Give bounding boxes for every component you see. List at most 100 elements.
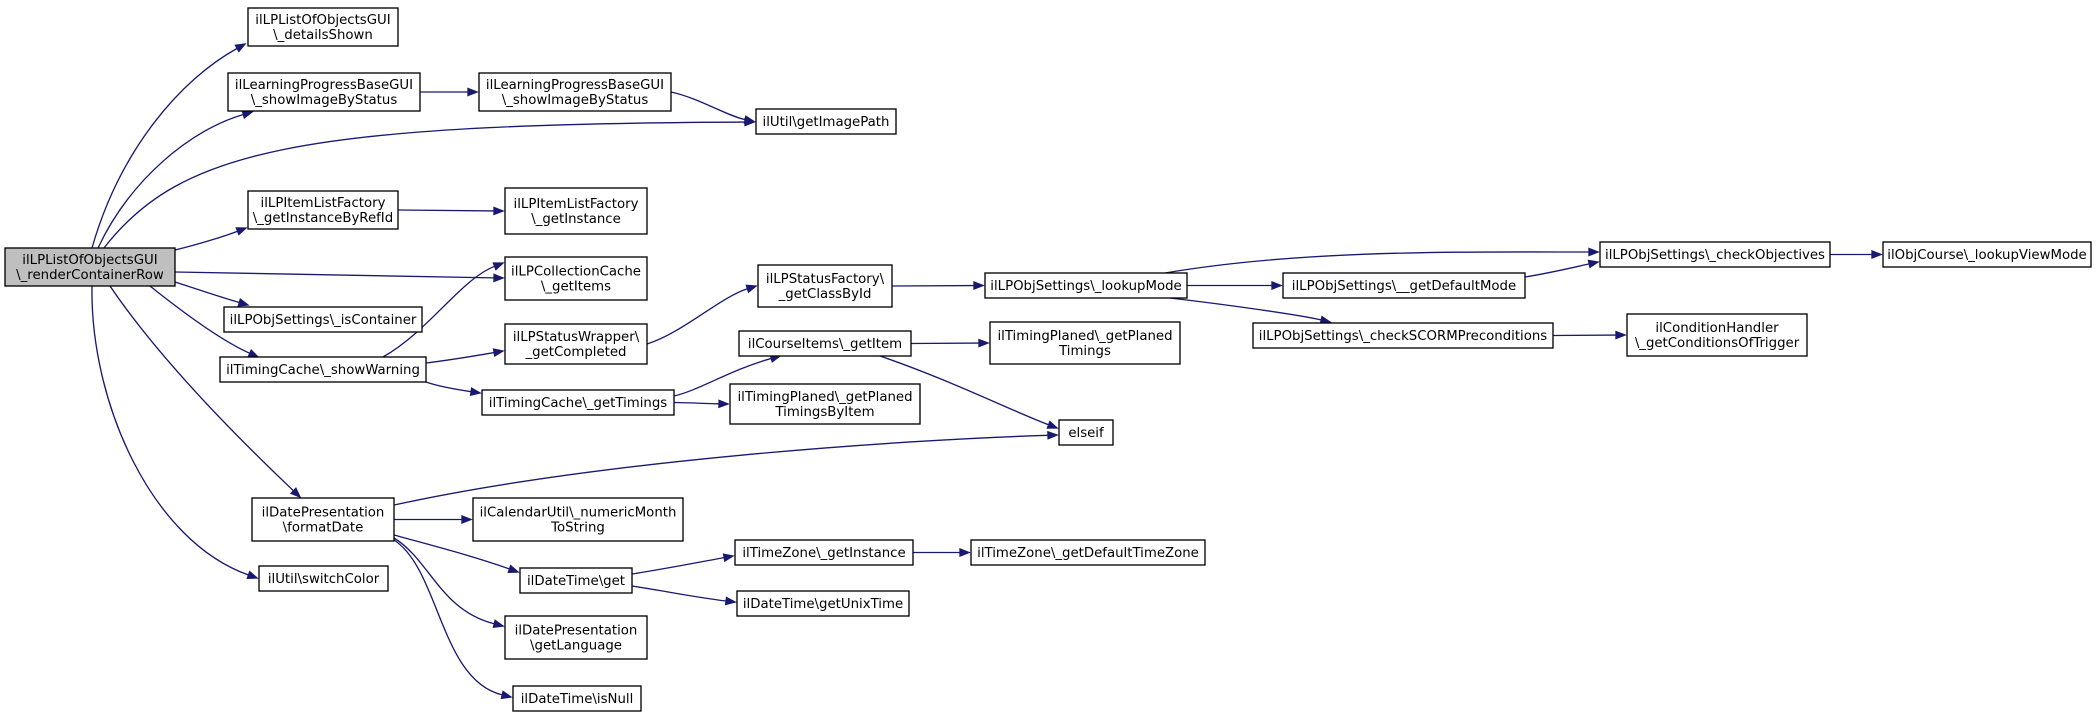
node-box: [755, 108, 897, 135]
node-label-line: ilTimingPlaned\_getPlaned: [997, 329, 1172, 344]
node-renderContainerRow[interactable]: ilLPListOfObjectsGUI\_renderContainerRow: [4, 247, 176, 287]
node-label-line: Timings: [1058, 344, 1111, 359]
nodes-layer: ilLPListOfObjectsGUI\_renderContainerRow…: [4, 7, 2092, 712]
node-box: [1282, 272, 1526, 299]
edge-formatDate-to-dtGet: [393, 534, 520, 573]
node-label-line: ilCalendarUtil\_numericMonth: [480, 506, 677, 521]
node-isNull[interactable]: ilDateTime\isNull: [512, 685, 642, 712]
node-label-line: ilLPStatusWrapper\: [513, 330, 640, 345]
arrowhead-icon: [1271, 281, 1283, 290]
edge-renderContainerRow-to-getInstanceByRefId: [174, 227, 248, 251]
node-getLanguage[interactable]: ilDatePresentation\getLanguage: [504, 615, 648, 660]
node-checkSCORM[interactable]: ilLPObjSettings\_checkSCORMPreconditions: [1252, 322, 1554, 349]
edge-dtGet-to-unixTime: [631, 585, 737, 606]
node-box: [481, 389, 675, 416]
edge-line: [631, 556, 725, 575]
edge-line: [382, 265, 495, 358]
edge-line: [109, 285, 294, 492]
node-tzGetInstance[interactable]: ilTimeZone\_getInstance: [734, 539, 914, 566]
node-box: [227, 72, 421, 112]
edge-line: [673, 401, 720, 405]
node-box: [247, 190, 399, 230]
edge-formatDate-to-getLanguage: [393, 537, 505, 628]
node-courseGetItem[interactable]: ilCourseItems\_getItem: [738, 330, 912, 357]
arrowhead-icon: [237, 298, 250, 307]
node-elseif[interactable]: elseif: [1058, 419, 1114, 446]
node-label-line: ilLPObjSettings\_checkObjectives: [1605, 248, 1825, 263]
edge-line: [91, 47, 238, 249]
node-box: [4, 247, 176, 287]
node-lookupMode[interactable]: ilLPObjSettings\_lookupMode: [984, 272, 1188, 299]
node-lpbShowImage2[interactable]: ilLearningProgressBaseGUI\_showImageBySt…: [478, 72, 672, 112]
node-box: [251, 497, 395, 542]
node-box: [478, 72, 672, 112]
node-getDefaultMode[interactable]: ilLPObjSettings\__getDefaultMode: [1282, 272, 1526, 299]
edge-renderContainerRow-to-collGetItems: [174, 271, 505, 283]
arrowhead-icon: [722, 553, 735, 563]
node-collGetItems[interactable]: ilLPCollectionCache\_getItems: [504, 256, 648, 301]
node-lookupViewMode[interactable]: ilObjCourse\_lookupViewMode: [1882, 241, 2092, 268]
node-dtGet[interactable]: ilDateTime\get: [519, 567, 633, 594]
edges-layer: [91, 43, 1883, 700]
edge-line: [174, 271, 495, 279]
node-formatDate[interactable]: ilDatePresentation\formatDate: [251, 497, 395, 542]
node-label-line: ilLPObjSettings\_lookupMode: [990, 279, 1181, 294]
arrowhead-icon: [247, 348, 260, 358]
edge-line: [149, 285, 251, 354]
node-box: [219, 356, 427, 383]
node-box: [472, 497, 684, 542]
arrowhead-icon: [507, 564, 520, 573]
node-label-line: \_getConditionsOfTrigger: [1635, 336, 1800, 351]
edge-line: [425, 381, 472, 393]
node-getInstanceByRefId[interactable]: ilLPItemListFactory\_getInstanceByRefId: [247, 190, 399, 230]
node-label-line: ilLPObjSettings\_checkSCORMPreconditions: [1259, 329, 1548, 344]
node-label-line: \formatDate: [283, 521, 364, 536]
edge-dtGet-to-tzGetInstance: [631, 553, 735, 575]
node-isContainer[interactable]: ilLPObjSettings\_isContainer: [223, 306, 423, 333]
node-condTrigger[interactable]: ilConditionHandler\_getConditionsOfTrigg…: [1626, 313, 1808, 357]
node-box: [504, 187, 648, 235]
arrowhead-icon: [1046, 420, 1059, 429]
node-itemListGetInstance[interactable]: ilLPItemListFactory\_getInstance: [504, 187, 648, 235]
node-box: [1599, 241, 1831, 268]
arrowhead-icon: [235, 227, 248, 236]
node-showWarning[interactable]: ilTimingCache\_showWarning: [219, 356, 427, 383]
arrowhead-icon: [1588, 247, 1600, 257]
node-label-line: _getCompleted: [524, 345, 626, 360]
node-getClassById[interactable]: ilLPStatusFactory\_getClassById: [757, 264, 893, 308]
node-tzDefault[interactable]: ilTimeZone\_getDefaultTimeZone: [970, 539, 1206, 566]
edge-line: [174, 230, 238, 251]
edge-lpbShowImage2-to-getImagePath: [670, 91, 756, 124]
node-label-line: ilConditionHandler: [1655, 321, 1779, 336]
node-switchColor[interactable]: ilUtil\switchColor: [258, 565, 389, 592]
node-getTimings[interactable]: ilTimingCache\_getTimings: [481, 389, 675, 416]
edge-renderContainerRow-to-formatDate: [109, 285, 302, 499]
edge-checkSCORM-to-condTrigger: [1552, 330, 1627, 340]
arrowhead-icon: [469, 387, 482, 396]
node-getImagePath[interactable]: ilUtil\getImagePath: [755, 108, 897, 135]
edge-line: [879, 355, 1049, 426]
node-unixTime[interactable]: ilDateTime\getUnixTime: [736, 590, 910, 617]
arrowhead-icon: [492, 619, 505, 628]
node-label-line: \_showImageByStatus: [502, 93, 649, 108]
node-label-line: ilDateTime\isNull: [521, 692, 634, 707]
node-lpbShowImage[interactable]: ilLearningProgressBaseGUI\_showImageBySt…: [227, 72, 421, 112]
node-box: [247, 7, 399, 47]
arrowhead-icon: [461, 515, 473, 524]
node-box: [504, 615, 648, 660]
node-label-line: ilCourseItems\_getItem: [748, 337, 902, 352]
arrowhead-icon: [492, 348, 505, 358]
edge-line: [1524, 263, 1590, 278]
edge-courseGetItem-to-elseif: [879, 355, 1059, 429]
node-label-line: ilTimeZone\_getInstance: [742, 546, 905, 561]
node-label-line: ilUtil\switchColor: [268, 572, 380, 587]
node-checkObjectives[interactable]: ilLPObjSettings\_checkObjectives: [1599, 241, 1831, 268]
node-getCompleted[interactable]: ilLPStatusWrapper\_getCompleted: [504, 323, 648, 365]
node-box: [738, 330, 912, 357]
arrowhead-icon: [959, 548, 971, 557]
node-detailsShown[interactable]: ilLPListOfObjectsGUI\_detailsShown: [247, 7, 399, 47]
edge-getDefaultMode-to-checkObjectives: [1524, 259, 1600, 278]
